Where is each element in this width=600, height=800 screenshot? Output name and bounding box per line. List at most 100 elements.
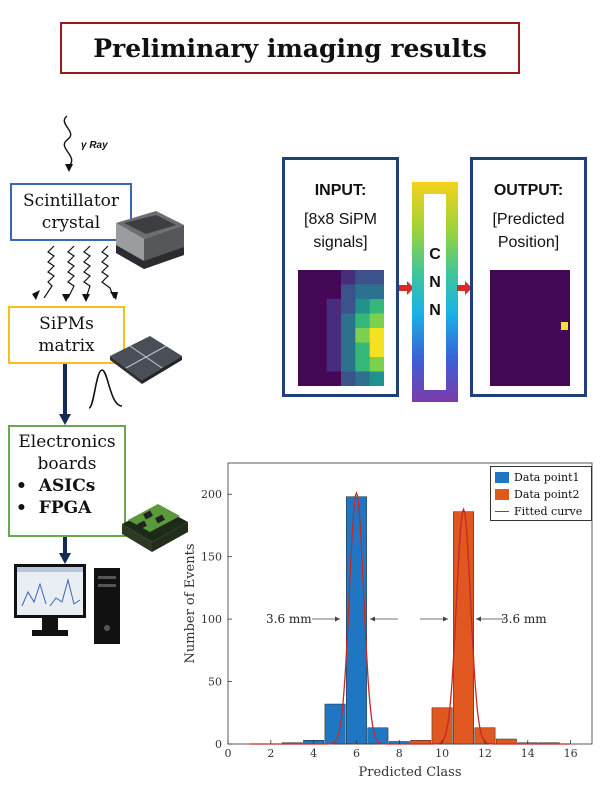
heatmap-cell	[298, 299, 313, 314]
heatmap-cell	[341, 328, 356, 343]
sipm-box: SiPMs matrix	[8, 306, 125, 364]
heatmap-cell	[369, 299, 384, 314]
heatmap-cell	[369, 357, 384, 372]
page-title: Preliminary imaging results	[93, 33, 487, 63]
heatmap-cell	[326, 270, 342, 285]
heatmap-cell	[341, 284, 356, 300]
heatmap-cell	[355, 357, 371, 372]
chart-legend: Data point1 Data point2 Fitted curve	[490, 466, 592, 521]
arrow-from-cnn	[457, 281, 472, 295]
heatmap-cell	[326, 313, 342, 329]
heatmap-cell	[312, 328, 328, 343]
cnn-letter-n2: N	[429, 302, 441, 319]
heatmap-cell	[369, 284, 384, 300]
annotation-arrowhead	[476, 616, 481, 622]
heatmap-cell	[355, 328, 371, 343]
down-arrow-sipm	[59, 364, 71, 425]
heatmap-cell	[298, 328, 313, 343]
gamma-ray-arrow	[63, 115, 73, 172]
heatmap-cell	[326, 328, 342, 343]
heatmap-cell	[341, 270, 356, 285]
heatmap-cell	[369, 342, 384, 358]
heatmap-cell	[355, 270, 371, 285]
heatmap-cell	[341, 371, 356, 386]
annotation-arrowhead	[335, 616, 340, 622]
heatmap-cell	[369, 313, 384, 329]
heatmap-cell	[341, 357, 356, 372]
x-axis-label: Predicted Class	[359, 765, 462, 780]
cnn-letter-n1: N	[429, 274, 441, 291]
fwhm-annotation-1: 3.6 mm	[266, 612, 312, 626]
electronics-boards-image	[122, 504, 188, 552]
heatmap-cell	[355, 371, 371, 386]
light-photons-icon	[32, 245, 118, 302]
sipm-matrix-image	[110, 336, 182, 384]
y-tick-label: 100	[201, 613, 222, 626]
bar-series1	[324, 703, 346, 745]
y-tick-label: 50	[208, 676, 222, 689]
heatmap-cell	[298, 357, 313, 372]
predicted-position-marker	[561, 322, 568, 330]
heatmap-cell	[341, 342, 356, 358]
scintillator-box: Scintillator crystal	[10, 183, 132, 241]
bar-series1	[367, 727, 389, 745]
electronics-item-fpga: • FPGA	[16, 498, 92, 518]
fwhm-annotation-2: 3.6 mm	[501, 612, 547, 626]
electronics-item-asics: • ASICs	[16, 476, 96, 496]
legend-item-2: Data point2	[495, 487, 580, 501]
legend-swatch-1	[495, 471, 509, 483]
electronics-box: Electronics boards • ASICs • FPGA	[8, 425, 126, 537]
heatmap-cell	[312, 342, 328, 358]
heatmap-cell	[298, 270, 313, 285]
input-heatmap	[298, 270, 384, 386]
scintillator-label-1: Scintillator	[22, 191, 120, 211]
heatmap-cell	[369, 328, 384, 343]
heatmap-cell	[326, 342, 342, 358]
bar-series1	[346, 496, 367, 745]
legend-item-1: Data point1	[495, 470, 580, 484]
scintillator-label-2: crystal	[41, 213, 101, 233]
bar-series2	[453, 511, 474, 745]
heatmap-cell	[355, 299, 371, 314]
y-tick-label: 200	[201, 488, 222, 501]
input-subtitle: [8x8 SiPM signals]	[304, 211, 377, 251]
heatmap-cell	[326, 284, 342, 300]
heatmap-cell	[298, 342, 313, 358]
heatmap-cell	[312, 357, 328, 372]
electronics-label-1: Electronics	[18, 432, 116, 452]
heatmap-cell	[312, 270, 328, 285]
x-tick-label: 0	[225, 747, 232, 760]
scintillator-crystal-image	[116, 211, 184, 269]
electronics-label-2: boards	[37, 454, 97, 474]
legend-line-fit	[495, 510, 509, 512]
heatmap-cell	[298, 371, 313, 386]
x-tick-label: 14	[521, 747, 535, 760]
heatmap-cell	[369, 270, 384, 285]
heatmap-cell	[326, 299, 342, 314]
annotation-arrowhead	[370, 616, 375, 622]
x-tick-label: 10	[435, 747, 449, 760]
heatmap-cell	[355, 342, 371, 358]
heatmap-cell	[326, 357, 342, 372]
x-tick-label: 8	[396, 747, 403, 760]
output-subtitle: [Predicted Position]	[492, 211, 565, 251]
x-tick-label: 6	[353, 747, 360, 760]
heatmap-cell	[341, 313, 356, 329]
heatmap-cell	[355, 284, 371, 300]
cnn-inner: C N N	[424, 194, 446, 390]
x-tick-label: 4	[310, 747, 317, 760]
y-axis-label: Number of Events	[183, 543, 198, 663]
heatmap-cell	[341, 299, 356, 314]
title-box: Preliminary imaging results	[60, 22, 520, 74]
heatmap-cell	[312, 313, 328, 329]
gamma-ray-label: γ Ray	[81, 140, 108, 151]
heatmap-cell	[298, 284, 313, 300]
heatmap-cell	[312, 284, 328, 300]
y-tick-label: 150	[201, 551, 222, 564]
heatmap-cell	[369, 371, 384, 386]
legend-swatch-2	[495, 488, 509, 500]
sipm-label-1: SiPMs	[39, 314, 94, 334]
arrow-to-cnn	[399, 281, 414, 295]
heatmap-cell	[298, 313, 313, 329]
fitted-curve-line	[249, 491, 570, 745]
